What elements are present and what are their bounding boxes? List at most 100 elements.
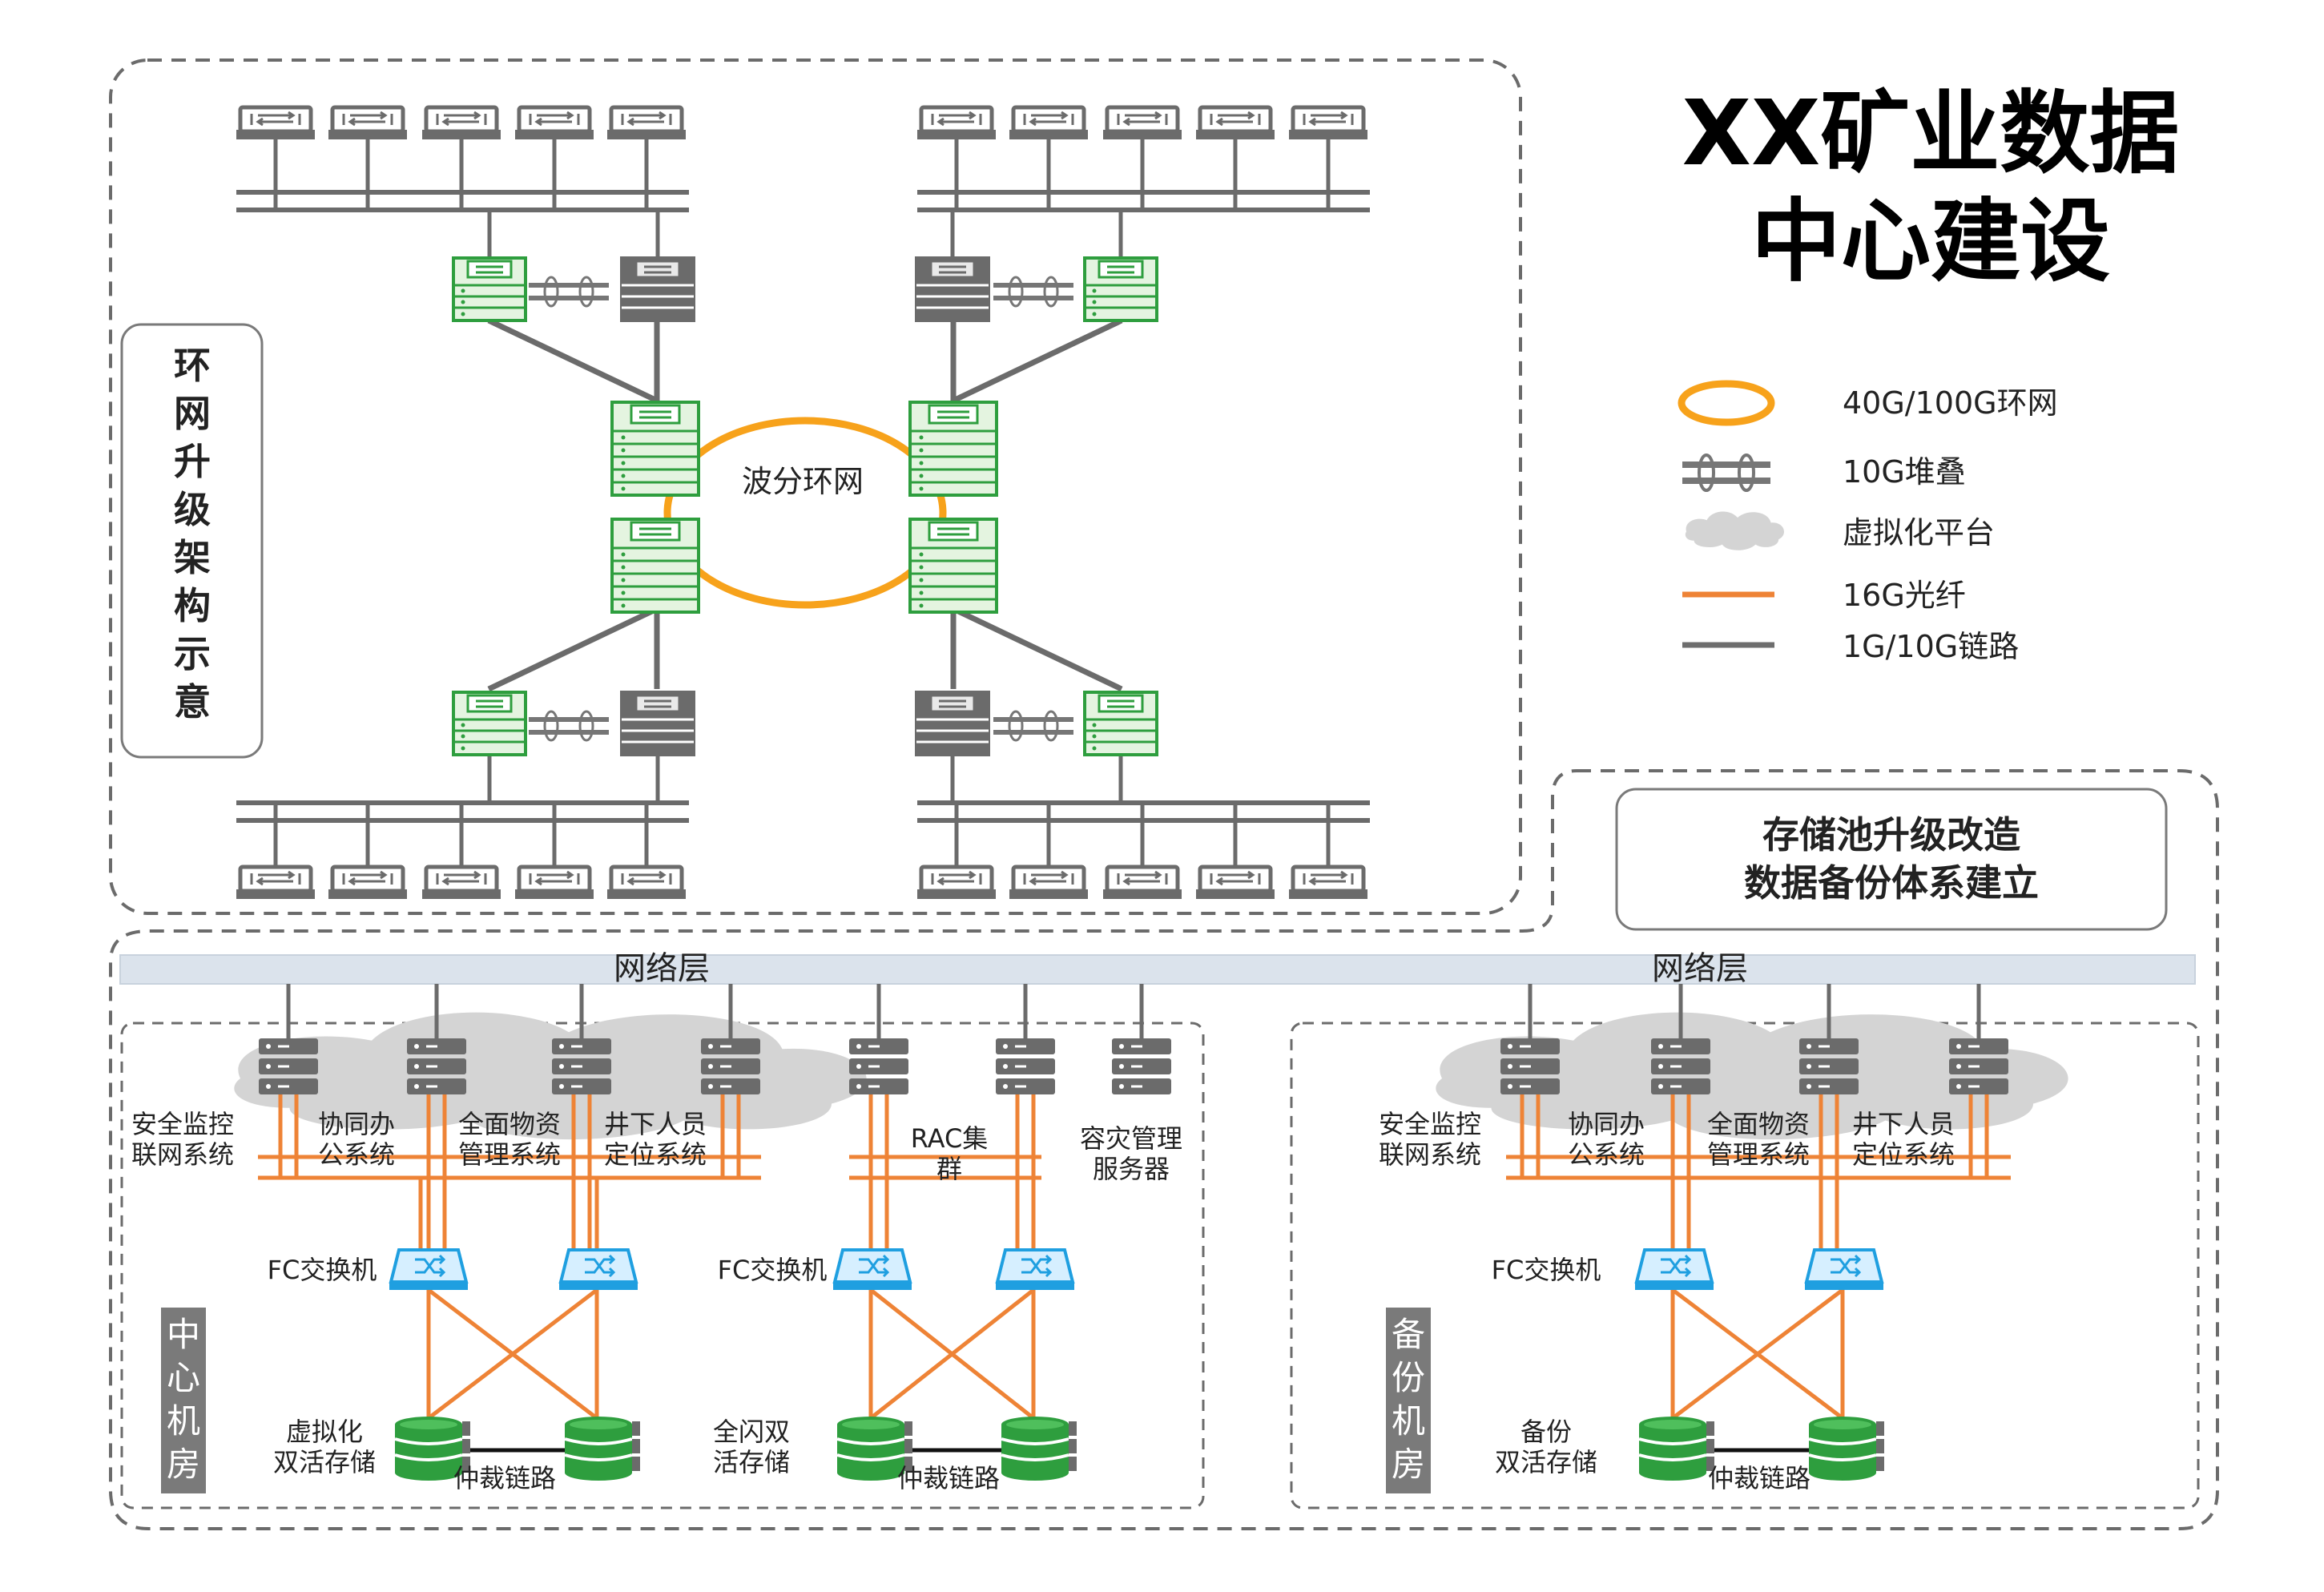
bottom-left-access-switch[interactable] [607,867,686,899]
top-right-access-switch[interactable] [1289,107,1367,139]
storage-upgrade-box [1615,788,2168,931]
bottom-left-access-switch[interactable] [236,867,315,899]
agg-switch-tl-gray[interactable] [620,256,695,322]
label-arb-backup: 仲裁链路 [1708,1463,1810,1493]
agg-switch-br-gray[interactable] [915,691,990,756]
stack-link-tr [993,277,1073,306]
ring-side-label-char: 级 [174,488,211,531]
backup-room-label-bg [1386,1308,1431,1493]
storage-backup-1[interactable] [1637,1415,1716,1482]
stack-link-bl [529,711,609,740]
fc-switch-backup-1[interactable] [1633,1248,1715,1292]
label-backup-security-2: 联网系统 [1379,1139,1481,1170]
server-rac-2[interactable] [994,1037,1057,1096]
core-switch-ne[interactable] [908,401,998,497]
bottom-right-access-switch[interactable] [1196,867,1275,899]
core-switch-nw[interactable] [610,401,700,497]
backup-fiber-links [1506,1094,2011,1420]
backup-room-label-char: 机 [1392,1401,1425,1441]
fc-switch-center-3[interactable] [832,1248,913,1292]
label-backup-security-1: 安全监控 [1379,1109,1481,1139]
ring-side-label-char: 示 [174,632,211,675]
server-dr-management[interactable] [1110,1037,1173,1096]
label-backup-personnel-2: 定位系统 [1852,1139,1955,1170]
ring-side-label-char: 架 [174,536,211,579]
label-center-personnel-1: 井下人员 [604,1109,707,1139]
top-right-access-switch[interactable] [1196,107,1275,139]
network-layer-left-label: 网络层 [614,950,710,987]
bottom-right-access-switch[interactable] [1289,867,1367,899]
label-rac-2: 群 [936,1154,962,1184]
agg-switch-tr-green[interactable] [1083,256,1158,322]
agg-switch-tr-gray[interactable] [915,256,990,322]
storage-allflash-2[interactable] [1000,1415,1078,1482]
bottom-right-access-switch[interactable] [1103,867,1182,899]
bottom-left-access-switch[interactable] [328,867,407,899]
stack-link-br [993,711,1073,740]
storage-virtual-2[interactable] [563,1415,642,1482]
center-room-label-char: 房 [167,1445,200,1484]
label-rac-1: RAC集 [911,1123,989,1154]
top-left-access-switch[interactable] [607,107,686,139]
legend: 40G/100G环网 10G堆叠 虚拟化平台 16G光纤 1G/10G链路 [1678,380,2058,664]
backup-server-security-monitor[interactable] [1499,1037,1561,1096]
backup-server-materials[interactable] [1798,1037,1860,1096]
label-storage-backup-2: 双活存储 [1495,1447,1597,1477]
server-office[interactable] [405,1037,468,1096]
storage-upgrade-line1: 存储池升级改造 [1762,813,2020,856]
wdm-ring [663,417,947,609]
fc-switch-center-1[interactable] [388,1248,469,1292]
label-dr-server-2: 服务器 [1093,1154,1170,1184]
bottom-right-access-switch[interactable] [917,867,996,899]
top-right-access-switch[interactable] [1103,107,1182,139]
label-arb-mid: 仲裁链路 [897,1463,1000,1493]
ring-side-label-char: 构 [174,584,211,627]
center-room-label-char: 机 [167,1401,200,1441]
top-left-access-switch[interactable] [515,107,594,139]
top-left-access-switch[interactable] [422,107,501,139]
ring-side-label-char: 升 [174,440,211,483]
bottom-left-access-switch[interactable] [422,867,501,899]
access-switches [236,107,1367,899]
bottom-right-access-switch[interactable] [1009,867,1088,899]
backup-server-office[interactable] [1649,1037,1712,1096]
label-center-materials-1: 全面物资 [458,1109,561,1139]
bottom-left-access-switch[interactable] [515,867,594,899]
bottom-section-border [109,769,2219,1530]
agg-switch-bl-gray[interactable] [620,691,695,756]
agg-switch-tl-green[interactable] [452,256,527,322]
server-rac-1[interactable] [848,1037,910,1096]
storage-backup-2[interactable] [1807,1415,1886,1482]
label-storage-backup-1: 备份 [1520,1417,1572,1447]
center-room-labels: 安全监控 联网系统 协同办 公系统 全面物资 管理系统 井下人员 定位系统 RA… [131,1109,1182,1493]
title-line1: XX矿业数据 [1682,82,2180,186]
fc-switch-center-4[interactable] [994,1248,1076,1292]
fc-switch-backup-2[interactable] [1803,1248,1885,1292]
backup-room-label-char: 备 [1392,1315,1425,1354]
center-room-label-char: 心 [167,1358,200,1397]
core-switch-sw[interactable] [610,518,700,614]
core-switch-se[interactable] [908,518,998,614]
fc-switch-center-2[interactable] [558,1248,639,1292]
agg-switch-br-green[interactable] [1083,691,1158,756]
backup-server-personnel[interactable] [1947,1037,2010,1096]
label-storage-mid-2: 活存储 [713,1447,790,1477]
top-left-access-switch[interactable] [236,107,315,139]
server-materials[interactable] [550,1037,613,1096]
server-security-monitor[interactable] [257,1037,320,1096]
label-dr-server-1: 容灾管理 [1080,1123,1182,1154]
label-storage-mid-1: 全闪双 [713,1417,790,1447]
top-right-access-switch[interactable] [1009,107,1088,139]
top-left-access-switch[interactable] [328,107,407,139]
label-backup-office-1: 协同办 [1568,1109,1645,1139]
label-backup-materials-1: 全面物资 [1707,1109,1810,1139]
top-right-access-switch[interactable] [917,107,996,139]
agg-switch-bl-green[interactable] [452,691,527,756]
label-fc-center-mid: FC交换机 [718,1255,828,1285]
legend-stack-swatch [1682,453,1770,492]
server-personnel[interactable] [699,1037,762,1096]
network-layer-right-label: 网络层 [1652,950,1748,987]
